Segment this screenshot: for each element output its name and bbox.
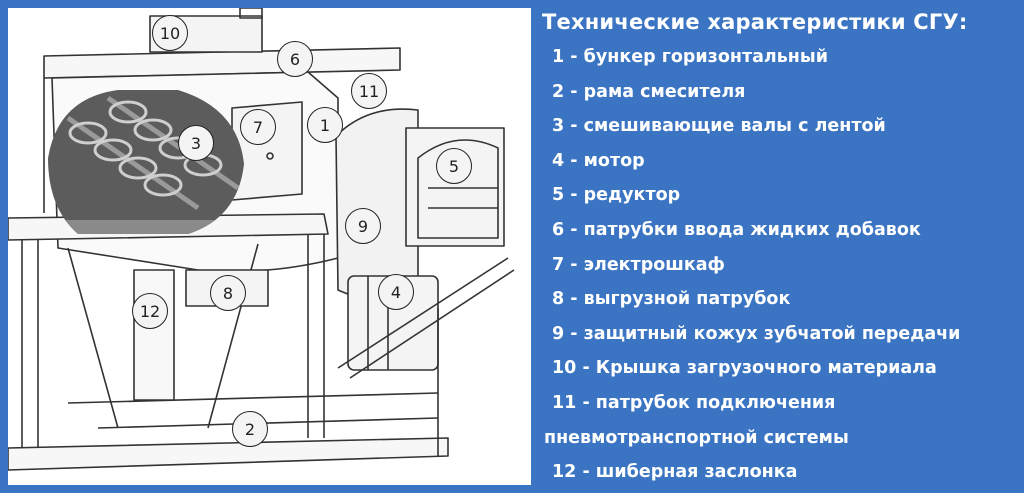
legend-item-5: 5 - редуктор [552, 185, 681, 206]
legend-item-9: 9 - защитный кожух зубчатой передачи [552, 323, 961, 344]
legend-item-1: 1 - бункер горизонтальный [552, 47, 828, 67]
callout-7: 7 [240, 109, 276, 145]
callout-11: 11 [351, 73, 387, 109]
legend-item-12: 12 - шиберная заслонка [552, 462, 798, 483]
legend-item-6: 6 - патрубки ввода жидких добавок [552, 219, 921, 240]
machine-diagram: 10 6 11 7 1 3 5 9 8 4 12 2 [8, 8, 531, 485]
callout-6: 6 [277, 41, 313, 77]
specifications-legend: Технические характеристики СГУ: 1 - бунк… [538, 6, 1022, 490]
legend-item-8: 8 - выгрузной патрубок [552, 289, 791, 310]
callout-3: 3 [178, 125, 214, 161]
legend-item-4: 4 - мотор [552, 150, 645, 171]
legend-item-11-continued: пневмотранспортной системы [544, 427, 849, 448]
callout-2: 2 [232, 411, 268, 447]
legend-item-7: 7 - электрошкаф [552, 254, 725, 275]
machine-drawing [8, 8, 515, 471]
legend-item-3: 3 - смешивающие валы с лентой [552, 116, 886, 137]
legend-item-10: 10 - Крышка загрузочного материала [552, 358, 937, 379]
legend-item-2: 2 - рама смесителя [552, 81, 746, 102]
callout-8: 8 [210, 275, 246, 311]
callout-1: 1 [307, 107, 343, 143]
mixing-shafts-inset [48, 90, 244, 234]
legend-item-11: 11 - патрубок подключения [552, 392, 836, 413]
callout-10: 10 [152, 15, 188, 51]
callout-4: 4 [378, 274, 414, 310]
callout-9: 9 [345, 208, 381, 244]
callout-5: 5 [436, 148, 472, 184]
legend-title: Технические характеристики СГУ: [542, 10, 968, 34]
callout-12: 12 [132, 293, 168, 329]
